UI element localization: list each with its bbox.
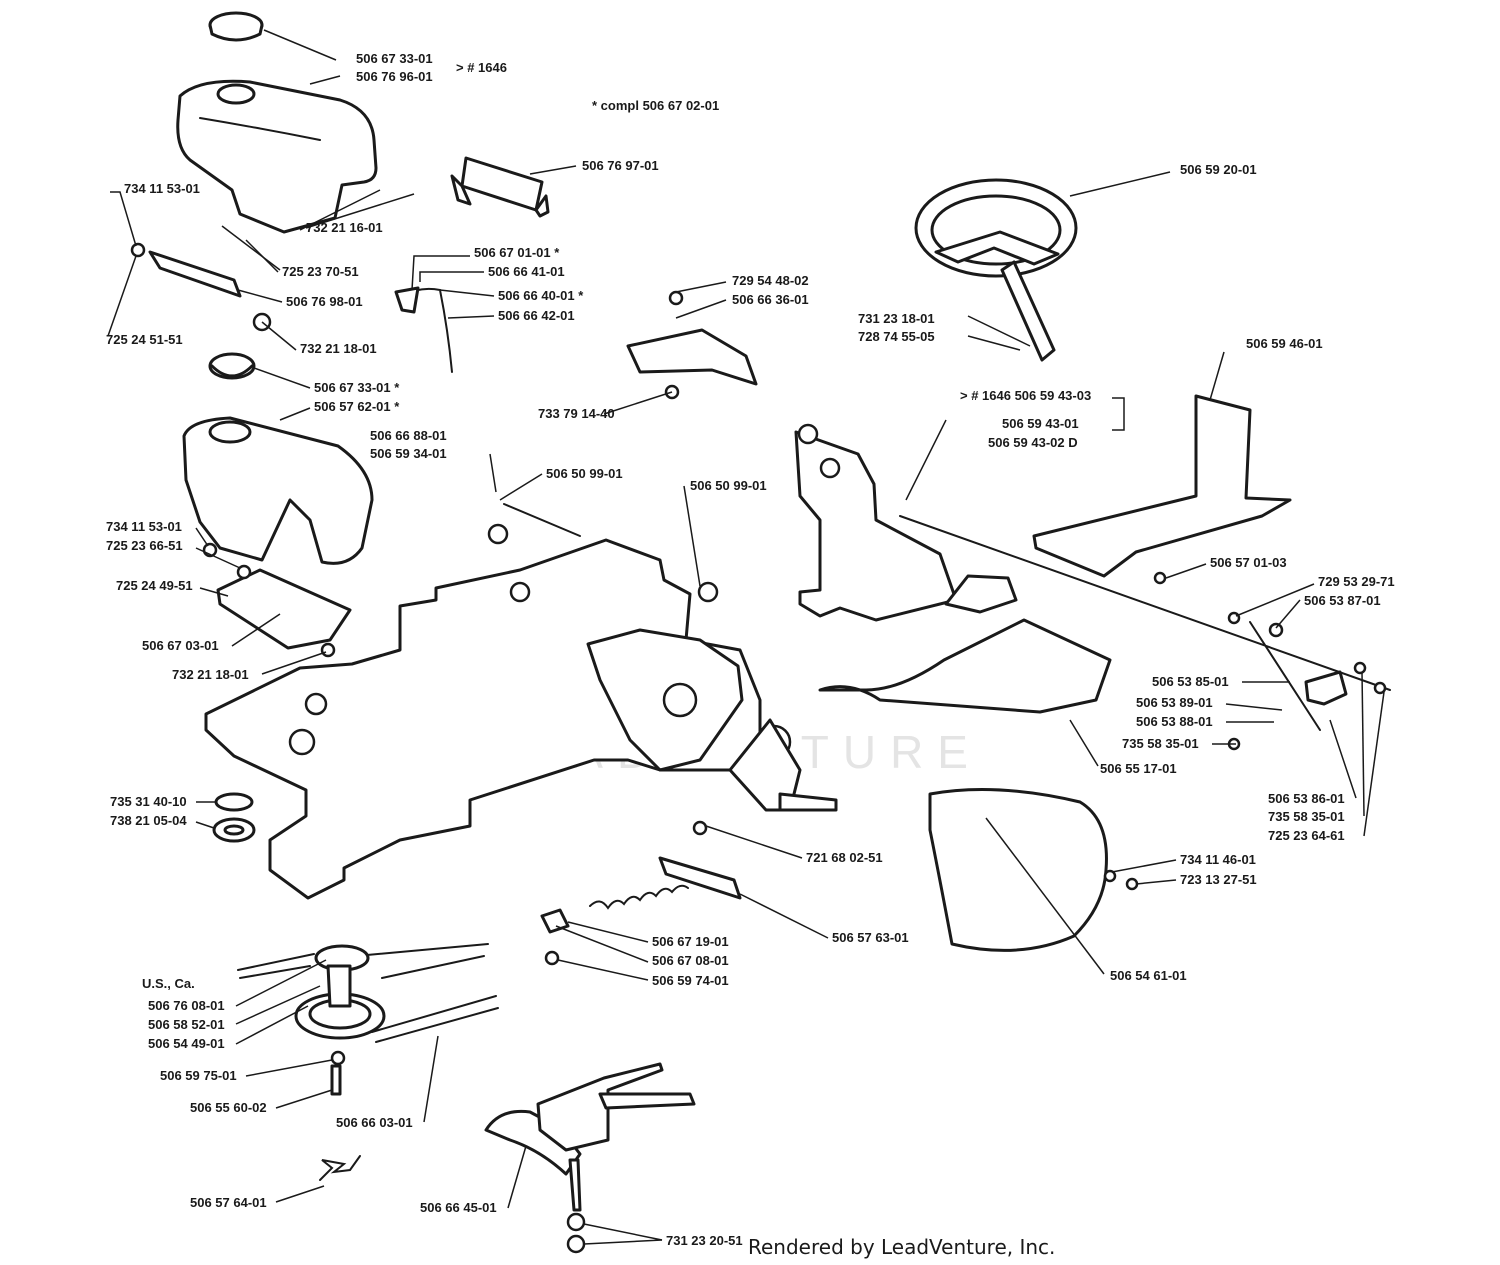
chassis-pins	[487, 423, 841, 836]
part-label: 735 31 40-10	[110, 794, 187, 809]
fuel-cap-lower	[208, 352, 256, 380]
part-label: 725 23 66-51	[106, 538, 183, 553]
part-label: 506 67 33-01 *	[314, 380, 400, 395]
fuel-tank-lower	[182, 416, 374, 565]
steering-wheel	[914, 178, 1078, 362]
part-label: 733 79 14-40	[538, 406, 615, 421]
part-label: 506 54 49-01	[148, 1036, 225, 1051]
pedal-arm	[818, 574, 1112, 714]
tank-clamp-strap	[130, 242, 272, 332]
part-label: 506 76 97-01	[582, 158, 659, 173]
part-label: 732 21 16-01	[306, 220, 383, 235]
part-label: 506 57 01-03	[1210, 555, 1287, 570]
part-label: 735 58 35-01	[1122, 736, 1199, 751]
part-label: 506 66 41-01	[488, 264, 565, 279]
chassis-frame	[204, 430, 958, 900]
part-label: 721 68 02-51	[806, 850, 883, 865]
part-label: 506 53 88-01	[1136, 714, 1213, 729]
part-label: 735 58 35-01	[1268, 809, 1345, 824]
washers-lower-left	[212, 792, 256, 843]
part-label: 506 66 45-01	[420, 1200, 497, 1215]
part-label: 506 59 46-01	[1246, 336, 1323, 351]
part-label: 506 67 33-01	[356, 51, 433, 66]
part-label: 725 23 64-61	[1268, 828, 1345, 843]
linkage-rods	[503, 503, 1391, 751]
part-label: 506 59 43-01	[1002, 416, 1079, 431]
part-label: 506 57 64-01	[190, 1195, 267, 1210]
part-label: 506 53 87-01	[1304, 593, 1381, 608]
part-label: 732 21 18-01	[172, 667, 249, 682]
part-label: 506 50 99-01	[690, 478, 767, 493]
part-label: 506 66 36-01	[732, 292, 809, 307]
part-label: * compl 506 67 02-01	[592, 98, 719, 113]
part-label: 734 11 46-01	[1180, 852, 1256, 867]
part-label: 506 57 63-01	[832, 930, 909, 945]
part-label: 506 53 85-01	[1152, 674, 1229, 689]
part-label: 506 67 01-01 *	[474, 245, 560, 260]
part-label: 734 11 53-01	[106, 519, 182, 534]
part-label: 506 59 74-01	[652, 973, 729, 988]
part-label: 506 67 08-01	[652, 953, 729, 968]
part-label: 506 76 96-01	[356, 69, 433, 84]
part-label: 506 53 86-01	[1268, 791, 1345, 806]
part-label: 506 76 08-01	[148, 998, 225, 1013]
part-label: 732 21 18-01	[300, 341, 377, 356]
drive-belt-pulleys	[237, 943, 499, 1096]
part-label: 506 66 40-01 *	[498, 288, 584, 303]
part-label: 506 59 34-01	[370, 446, 447, 461]
part-drawings	[130, 11, 1391, 1254]
part-label: 506 67 03-01	[142, 638, 219, 653]
part-label: > # 1646	[456, 60, 507, 75]
part-label: 506 76 98-01	[286, 294, 363, 309]
part-label: 725 24 49-51	[116, 578, 193, 593]
part-label: 506 59 20-01	[1180, 162, 1257, 177]
part-label: 725 24 51-51	[106, 332, 183, 347]
credit-text: Rendered by LeadVenture, Inc.	[748, 1235, 1055, 1259]
spring-and-plate	[540, 856, 742, 966]
part-label: 506 55 60-02	[190, 1100, 267, 1115]
part-label: 506 54 61-01	[1110, 968, 1187, 983]
part-label: 506 66 42-01	[498, 308, 575, 323]
part-label: 728 74 55-05	[858, 329, 935, 344]
part-label: > # 1646 506 59 43-03	[960, 388, 1091, 403]
part-label: 506 50 99-01	[546, 466, 623, 481]
part-label: 506 59 75-01	[160, 1068, 237, 1083]
leader-lines	[107, 29, 1385, 1245]
fuel-line	[394, 286, 453, 373]
part-label: 506 66 88-01	[370, 428, 447, 443]
fuel-tank-upper	[176, 79, 378, 234]
bracket-upper-right	[450, 156, 550, 218]
part-label: 506 55 17-01	[1100, 761, 1177, 776]
part-label: 734 11 53-01	[124, 181, 200, 196]
part-label: 725 23 70-51	[282, 264, 359, 279]
side-cover	[928, 788, 1139, 952]
part-label: 738 21 05-04	[110, 813, 187, 828]
fuel-cap-upper	[208, 11, 264, 42]
part-label: 731 23 20-51	[666, 1233, 743, 1248]
part-label: U.S., Ca.	[142, 976, 195, 991]
seat-pan	[1032, 394, 1292, 578]
part-label: 723 13 27-51	[1180, 872, 1257, 887]
bottom-bracket	[319, 1062, 696, 1254]
part-label: 506 53 89-01	[1136, 695, 1213, 710]
part-label: 506 67 19-01	[652, 934, 729, 949]
part-label: 506 59 43-02 D	[988, 435, 1078, 450]
part-label: 506 66 03-01	[336, 1115, 413, 1130]
part-number-labels: 506 67 33-01 506 76 96-01 > # 1646 * compl …	[106, 51, 1395, 1248]
part-label: 506 58 52-01	[148, 1017, 225, 1032]
deflector-plate	[626, 290, 758, 400]
part-label: 729 54 48-02	[732, 273, 809, 288]
part-label: 729 53 29-71	[1318, 574, 1395, 589]
part-label: 731 23 18-01	[858, 311, 935, 326]
part-label: 506 57 62-01 *	[314, 399, 400, 414]
